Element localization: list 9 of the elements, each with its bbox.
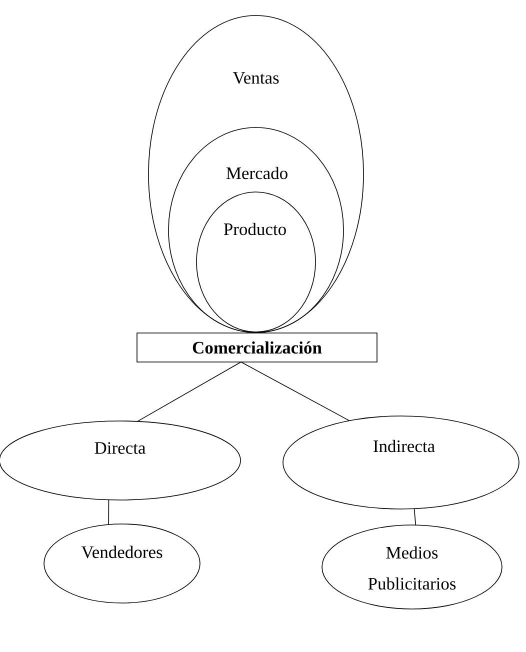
connector-line	[414, 508, 416, 526]
oval: Indirecta	[282, 416, 520, 510]
box: Comercialización	[136, 332, 378, 362]
connector-line	[240, 362, 350, 422]
oval: Producto	[196, 192, 316, 332]
oval: Vendedores	[44, 524, 200, 604]
connector-line	[137, 362, 242, 422]
connector-line	[108, 499, 110, 525]
oval: Medios Publicitarios	[322, 524, 502, 610]
